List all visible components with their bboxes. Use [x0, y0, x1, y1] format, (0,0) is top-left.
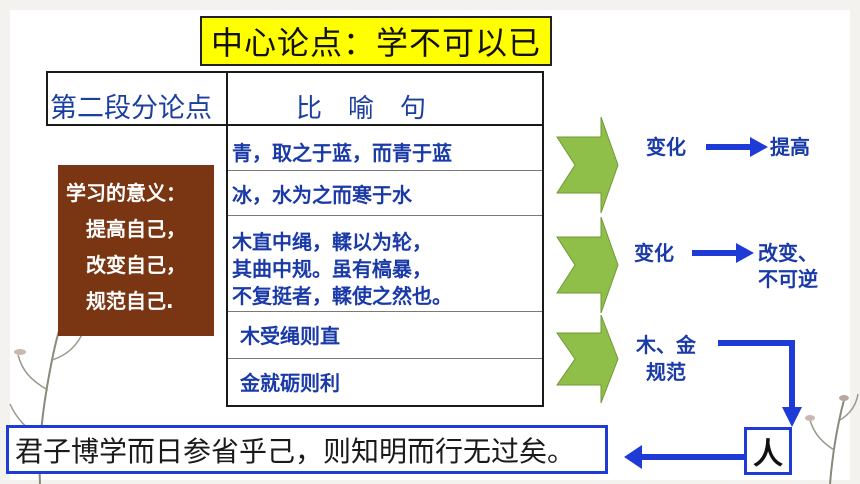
flow-b-to-line1: 改变、 — [758, 241, 818, 265]
metaphor-row: 不复挺者，輮使之然也。 — [232, 284, 452, 308]
plant-decoration-right — [805, 393, 859, 484]
flow-c-from-line2: 规范 — [646, 360, 686, 384]
metaphor-row: 木受绳则直 — [240, 324, 340, 348]
green-chevron-3 — [556, 314, 619, 404]
green-chevron-1 — [556, 116, 619, 214]
row-divider-4 — [228, 358, 542, 359]
table-header-divider — [46, 124, 544, 126]
table-border-right — [542, 71, 544, 407]
flow-b-from: 变化 — [634, 241, 674, 265]
metaphor-row: 青，取之于蓝，而青于蓝 — [232, 141, 452, 165]
person-box: 人 — [744, 427, 792, 475]
learning-significance-box: 学习的意义： 提高自己， 改变自己， 规范自己. — [58, 165, 214, 336]
meaning-item: 改变自己， — [86, 253, 186, 277]
metaphor-row: 金就砺则利 — [240, 371, 340, 395]
table-column-divider — [226, 71, 228, 407]
row-divider-3 — [228, 311, 542, 312]
metaphor-row: 冰，水为之而寒于水 — [232, 183, 412, 207]
meaning-item: 规范自己. — [86, 289, 174, 313]
flow-a-from: 变化 — [646, 135, 686, 159]
table-border-bottom — [226, 405, 544, 407]
table-border-left — [46, 71, 48, 125]
table-header-sub-argument: 第二段分论点 — [50, 93, 212, 124]
meaning-item: 提高自己， — [86, 217, 186, 241]
metaphor-row: 其曲中规。虽有槁暴， — [232, 257, 432, 281]
learning-significance-heading: 学习的意义： — [66, 181, 186, 205]
metaphor-row: 木直中绳，輮以为轮， — [232, 230, 432, 254]
flow-b-to-line2: 不可逆 — [758, 267, 818, 291]
blue-arrow-b — [692, 243, 754, 263]
flow-a-to: 提高 — [770, 135, 810, 159]
conclusion-quote: 君子博学而日参省乎己，则知明而行无过矣。 — [6, 425, 608, 474]
blue-arrow-left — [624, 445, 744, 469]
green-chevron-2 — [556, 216, 619, 314]
blue-arrow-a — [706, 137, 768, 157]
table-header-metaphor: 比 喻 句 — [296, 94, 427, 124]
blue-connector-arrow — [718, 340, 802, 427]
flow-c-from-line1: 木、金 — [636, 333, 696, 357]
row-divider-2 — [228, 215, 542, 216]
central-thesis-title: 中心论点：学不可以已 — [200, 16, 552, 66]
row-divider-1 — [228, 170, 542, 171]
table-border-top — [46, 71, 544, 73]
